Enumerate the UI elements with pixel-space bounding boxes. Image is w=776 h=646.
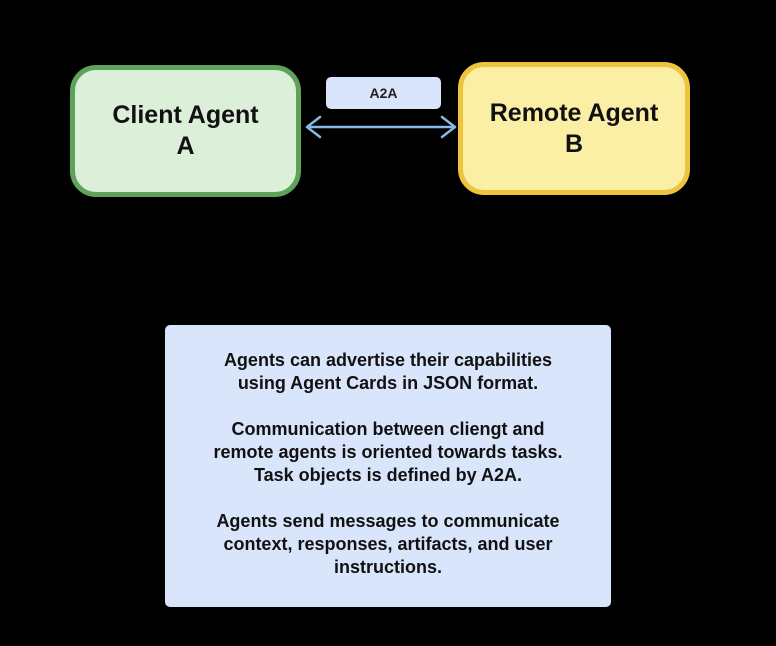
info-paragraph-messages: Agents send messages to communicate cont… (183, 510, 593, 579)
info-line: remote agents is oriented towards tasks. (213, 442, 563, 462)
info-line: using Agent Cards in JSON format. (237, 373, 539, 393)
client-agent-node: Client Agent A (70, 65, 301, 197)
info-line: Agents send messages to communicate (216, 511, 560, 531)
arrow-head-right (440, 115, 457, 139)
info-paragraph-tasks: Communication between cliengt and remote… (183, 418, 593, 487)
info-line: Communication between cliengt and (231, 419, 545, 439)
info-paragraph-capabilities: Agents can advertise their capabilities … (183, 349, 593, 395)
remote-agent-node: Remote Agent B (458, 62, 690, 195)
info-box: Agents can advertise their capabilities … (165, 325, 611, 607)
a2a-connection-label: A2A (326, 77, 441, 109)
remote-agent-letter: B (564, 129, 584, 158)
info-line: instructions. (333, 557, 442, 577)
info-line: Agents can advertise their capabilities (223, 350, 553, 370)
bidirectional-arrow (305, 115, 457, 139)
client-agent-title: Client Agent (112, 101, 259, 129)
client-agent-letter: A (176, 132, 195, 160)
info-line: context, responses, artifacts, and user (223, 534, 553, 554)
remote-agent-title: Remote Agent (489, 98, 659, 127)
arrow-head-left (305, 115, 322, 139)
info-line: Task objects is defined by A2A. (253, 465, 523, 485)
